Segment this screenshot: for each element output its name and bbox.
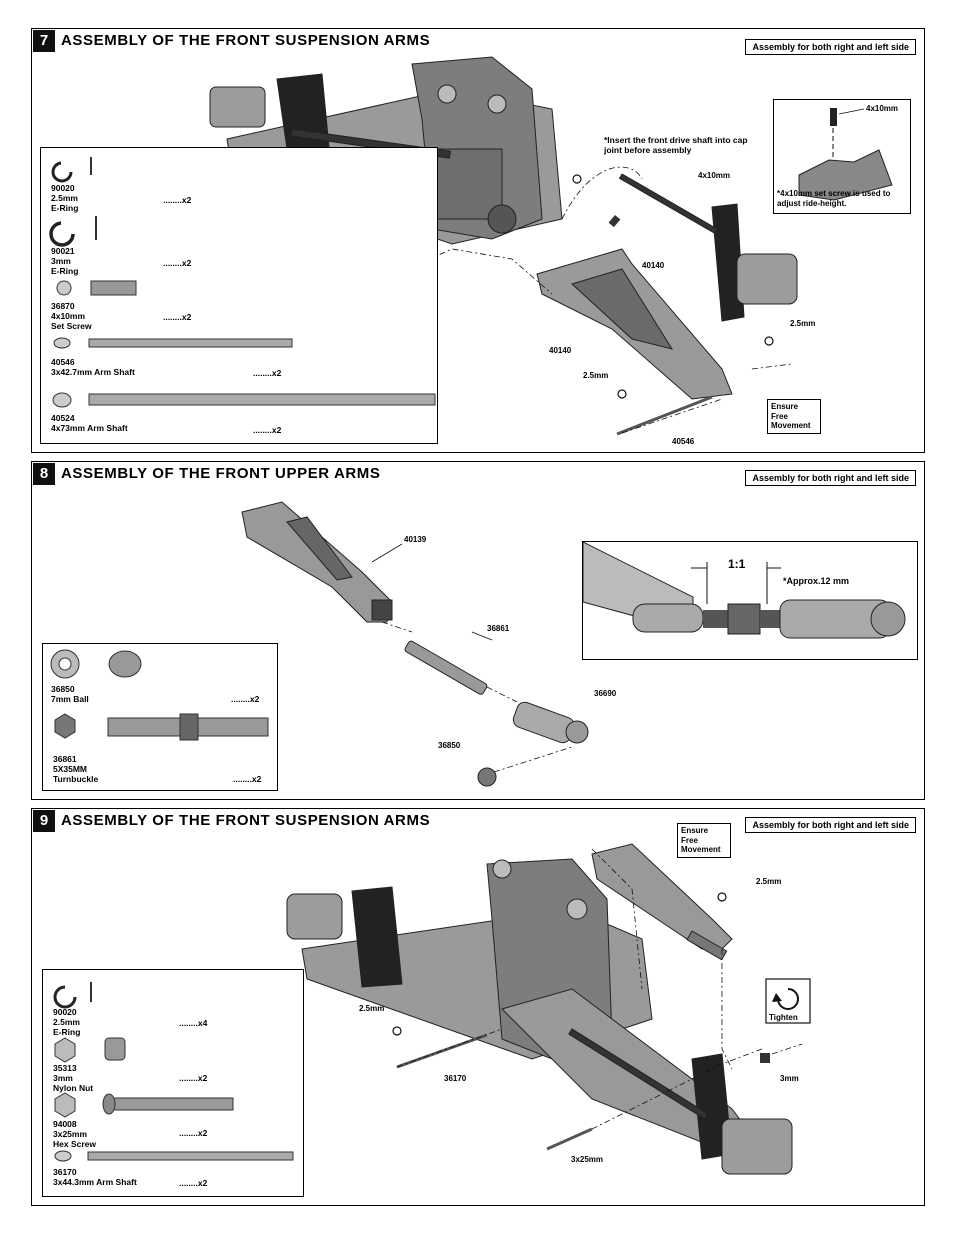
turnbuckle-36861 bbox=[404, 640, 488, 695]
label-2-5mm-right: 2.5mm bbox=[790, 319, 816, 328]
part-40524-qty: ........x2 bbox=[253, 425, 282, 435]
left-hub-carrier bbox=[286, 886, 403, 988]
ball-icon bbox=[50, 649, 80, 679]
upper-arm-40139 bbox=[241, 501, 393, 623]
parts-icons-8 bbox=[50, 649, 269, 741]
inset-size-label: 4x10mm bbox=[866, 104, 899, 113]
step-9-section: 9 ASSEMBLY OF THE FRONT SUSPENSION ARMS … bbox=[31, 808, 925, 1206]
ride-height-inset: 4x10mm *4x10mm set screw is used to adju… bbox=[773, 99, 911, 214]
label-40546: 40546 bbox=[672, 437, 695, 446]
guide-lines bbox=[311, 166, 793, 434]
ratio-label: 1:1 bbox=[728, 557, 746, 571]
approx-label: *Approx.12 mm bbox=[783, 576, 850, 586]
final-assembly-illustration bbox=[286, 843, 811, 1175]
nylon-nut-icon bbox=[54, 1037, 126, 1063]
label-3mm: 3mm bbox=[780, 1074, 799, 1083]
turnbuckle-icon bbox=[54, 713, 269, 741]
part-90020-qty: ........x4 bbox=[179, 1018, 208, 1028]
part-94008-qty: ........x2 bbox=[179, 1128, 208, 1138]
step-title: ASSEMBLY OF THE FRONT UPPER ARMS bbox=[61, 465, 381, 482]
tighten-box bbox=[765, 978, 811, 1024]
part-40546-qty: ........x2 bbox=[253, 368, 282, 378]
part-36870-qty: ........x2 bbox=[163, 312, 192, 322]
step-7-section: 7 ASSEMBLY OF THE FRONT SUSPENSION ARMS … bbox=[31, 28, 925, 453]
nylon-nut bbox=[760, 1053, 770, 1063]
arm-shaft-40546 bbox=[616, 395, 713, 436]
step-8-section: 8 ASSEMBLY OF THE FRONT UPPER ARMS Assem… bbox=[31, 461, 925, 800]
side-note: Assembly for both right and left side bbox=[745, 39, 916, 55]
rod-end-gauge-illustration bbox=[583, 542, 906, 639]
label-2-5mm-upper: 2.5mm bbox=[756, 877, 782, 886]
parts-icons-7 bbox=[49, 157, 436, 408]
label-36861: 36861 bbox=[487, 624, 510, 633]
side-note: Assembly for both right and left side bbox=[745, 470, 916, 486]
label-36690: 36690 bbox=[594, 689, 617, 698]
label-2-5mm-lower: 2.5mm bbox=[583, 371, 609, 380]
shaft-note: *Insert the front drive shaft into cap j… bbox=[604, 135, 748, 155]
part-90021-qty: ........x2 bbox=[163, 258, 192, 268]
label-3x25mm: 3x25mm bbox=[571, 1155, 604, 1164]
step-number: 8 bbox=[33, 463, 55, 485]
parts-icons-9 bbox=[53, 982, 294, 1162]
hex-screw-94008 bbox=[546, 1127, 593, 1151]
inset-note: *4x10mm set screw is used to adjust ride… bbox=[777, 189, 891, 208]
ride-height-illustration bbox=[798, 108, 893, 201]
step-number: 9 bbox=[33, 810, 55, 832]
ball-side-icon bbox=[108, 650, 142, 678]
label-36170: 36170 bbox=[444, 1074, 467, 1083]
lower-arm-40140 bbox=[536, 248, 733, 400]
part-36861-qty: ........x2 bbox=[233, 774, 262, 784]
ball-36850 bbox=[477, 767, 497, 787]
part-36170-qty: ........x2 bbox=[179, 1178, 208, 1188]
right-hub-carrier bbox=[568, 1028, 793, 1175]
upper-arm bbox=[591, 843, 733, 961]
e-ring-icon bbox=[51, 161, 73, 183]
step-title: ASSEMBLY OF THE FRONT SUSPENSION ARMS bbox=[61, 32, 431, 49]
ensure-free-movement: Ensure Free Movement bbox=[677, 823, 731, 858]
step-title: ASSEMBLY OF THE FRONT SUSPENSION ARMS bbox=[61, 812, 431, 829]
inset-part-dots bbox=[608, 215, 621, 228]
step-number: 7 bbox=[33, 30, 55, 52]
right-hub-carrier bbox=[618, 173, 798, 322]
part-35313-qty: ........x2 bbox=[179, 1073, 208, 1083]
label-40140-lower: 40140 bbox=[549, 346, 572, 355]
part-36850-qty: ........x2 bbox=[231, 694, 260, 704]
label-2-5mm-left: 2.5mm bbox=[359, 1004, 385, 1013]
label-40139: 40139 bbox=[404, 535, 427, 544]
part-90020-qty: ........x2 bbox=[163, 195, 192, 205]
e-ring-icon bbox=[53, 985, 77, 1009]
ensure-free-movement: Ensure Free Movement bbox=[767, 399, 821, 434]
arm-shaft-icon bbox=[52, 337, 436, 408]
set-screw-label: 4x10mm bbox=[698, 171, 731, 180]
hex-screw-icon bbox=[54, 1092, 234, 1118]
side-note: Assembly for both right and left side bbox=[745, 817, 916, 833]
label-36850: 36850 bbox=[438, 741, 461, 750]
upper-arm-illustration bbox=[241, 501, 589, 787]
set-screw-icon bbox=[56, 280, 137, 296]
ring-icons bbox=[392, 892, 727, 1036]
rod-end-36690 bbox=[512, 701, 589, 744]
length-gauge-inset: 1:1 *Approx.12 mm bbox=[582, 541, 918, 660]
label-40140-upper: 40140 bbox=[642, 261, 665, 270]
e-ring-icon bbox=[49, 221, 75, 247]
arm-shaft-icon bbox=[54, 1150, 294, 1162]
tighten-label: Tighten bbox=[769, 1013, 798, 1022]
